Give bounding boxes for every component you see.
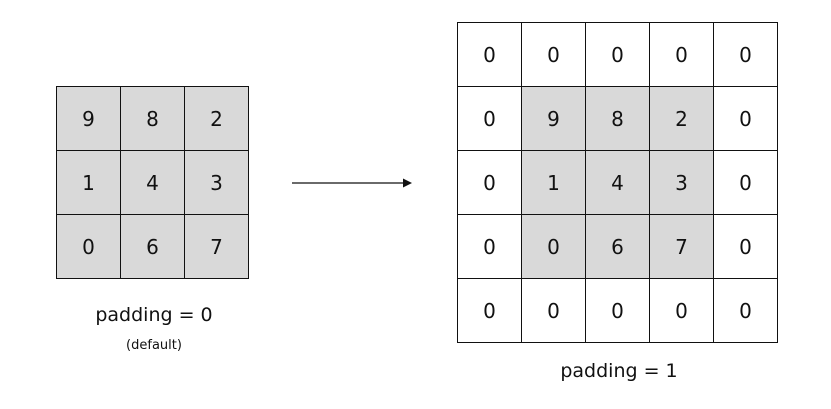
padded-padding-cell: 0 (714, 151, 778, 215)
padded-padding-cell: 0 (714, 87, 778, 151)
padding-one-caption: padding = 1 (560, 360, 678, 382)
padded-value-cell: 6 (586, 215, 650, 279)
right-arrow-icon (292, 178, 412, 188)
padded-padding-cell: 0 (522, 23, 586, 87)
default-subcaption: (default) (126, 338, 182, 353)
padded-value-cell: 7 (650, 215, 714, 279)
padded-value-cell: 0 (522, 215, 586, 279)
padded-value-cell: 2 (650, 87, 714, 151)
padded-value-cell: 3 (650, 151, 714, 215)
padded-value-cell: 4 (586, 151, 650, 215)
padded-padding-cell: 0 (458, 23, 522, 87)
padded-value-cell: 8 (586, 87, 650, 151)
input-value-cell: 6 (121, 215, 185, 279)
padded-padding-cell: 0 (586, 279, 650, 343)
input-value-cell: 2 (185, 87, 249, 151)
padding-zero-caption: padding = 0 (95, 304, 213, 326)
padded-padding-cell: 0 (650, 23, 714, 87)
padded-padding-cell: 0 (458, 279, 522, 343)
padded-padding-cell: 0 (458, 87, 522, 151)
padded-padding-cell: 0 (458, 151, 522, 215)
input-value-cell: 9 (57, 87, 121, 151)
padded-value-cell: 9 (522, 87, 586, 151)
input-value-cell: 3 (185, 151, 249, 215)
padded-padding-cell: 0 (714, 23, 778, 87)
input-value-cell: 8 (121, 87, 185, 151)
input-value-cell: 7 (185, 215, 249, 279)
input-value-cell: 1 (57, 151, 121, 215)
padded-padding-cell: 0 (522, 279, 586, 343)
input-value-cell: 0 (57, 215, 121, 279)
padded-padding-cell: 0 (714, 215, 778, 279)
padded-padding-cell: 0 (650, 279, 714, 343)
padded-padding-cell: 0 (714, 279, 778, 343)
input-value-cell: 4 (121, 151, 185, 215)
padded-value-cell: 1 (522, 151, 586, 215)
padded-padding-cell: 0 (586, 23, 650, 87)
padded-padding-cell: 0 (458, 215, 522, 279)
